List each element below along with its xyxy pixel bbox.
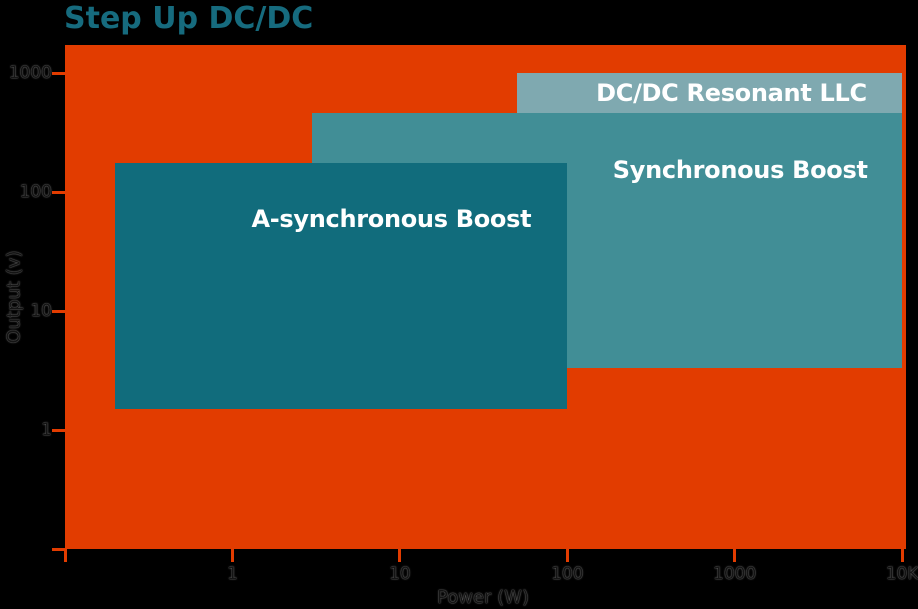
chart-title: Step Up DC/DC bbox=[64, 1, 314, 36]
region-label: A-synchronous Boost bbox=[251, 205, 532, 234]
y-tick bbox=[52, 190, 65, 194]
x-tick bbox=[565, 549, 569, 562]
x-tick-label: 1 bbox=[227, 564, 238, 584]
y-tick-label: 100 bbox=[19, 182, 52, 202]
x-tick bbox=[733, 549, 737, 562]
region-label: DC/DC Resonant LLC bbox=[596, 78, 867, 107]
y-tick bbox=[52, 428, 65, 432]
y-tick bbox=[52, 71, 65, 75]
x-tick-label: 10 bbox=[389, 564, 411, 584]
region-label: Synchronous Boost bbox=[612, 156, 868, 185]
y-tick bbox=[52, 309, 65, 313]
x-tick bbox=[63, 549, 67, 562]
y-tick-label: 10 bbox=[30, 301, 52, 321]
plot-area: A-synchronous Boost Synchronous Boost DC/D… bbox=[65, 45, 906, 549]
y-tick-label: 1000 bbox=[8, 63, 52, 83]
x-tick-label: 10K bbox=[885, 564, 918, 584]
region-dc-dc-resonant-llc: DC/DC Resonant LLC bbox=[516, 73, 903, 113]
x-tick bbox=[231, 549, 234, 562]
y-axis-label: Output (v) bbox=[3, 250, 25, 344]
region-a-synchronous-boost: A-synchronous Boost bbox=[115, 163, 568, 410]
x-axis-label: Power (W) bbox=[437, 587, 529, 608]
y-tick bbox=[52, 547, 65, 551]
x-tick-label: 1000 bbox=[713, 564, 757, 584]
x-tick bbox=[900, 549, 904, 562]
y-tick-label: 1 bbox=[41, 420, 52, 440]
x-tick bbox=[398, 549, 402, 562]
x-tick-label: 100 bbox=[551, 564, 584, 584]
